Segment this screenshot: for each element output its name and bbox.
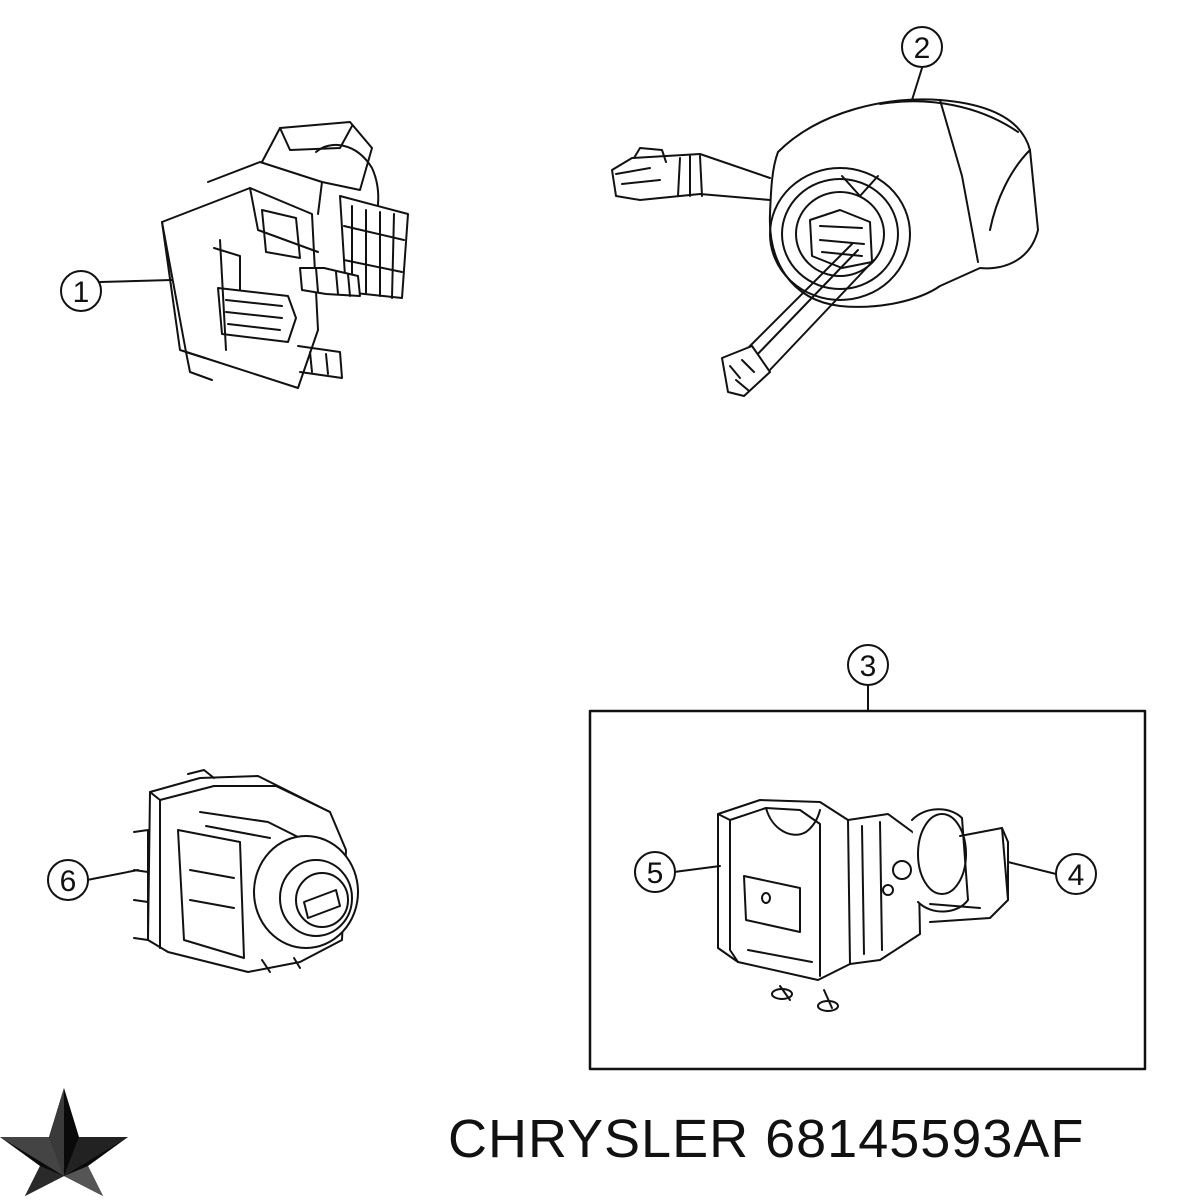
callout-label-1: 1 [73,276,90,309]
part-number-label: CHRYSLER 68145593AF [448,1109,1085,1169]
part-2-multifunction-switch [611,98,1039,397]
leader-4 [1007,861,1057,875]
callout-3: 3 [847,644,889,686]
callout-label-5: 5 [647,857,664,890]
callout-1: 1 [60,270,102,312]
leader-6 [86,869,139,881]
callout-label-3: 3 [860,650,877,683]
callout-2: 2 [901,26,943,68]
part-3-assembly-box [588,709,1147,1071]
callout-4: 4 [1055,853,1097,895]
part-5-control-module [717,799,921,1012]
callout-5: 5 [634,851,676,893]
leader-2 [911,67,923,101]
chrysler-pentastar-logo [0,1088,128,1196]
callout-label-6: 6 [60,865,77,898]
part-1-switch-housing [161,121,409,389]
leader-1 [99,279,173,283]
callout-label-2: 2 [914,32,931,65]
leader-5 [673,865,721,873]
leader-lines [86,67,1057,881]
callout-label-4: 4 [1068,859,1085,892]
callout-6: 6 [47,859,89,901]
part-6-ignition-module [133,769,359,973]
part-4-pump-motor [911,808,1009,923]
